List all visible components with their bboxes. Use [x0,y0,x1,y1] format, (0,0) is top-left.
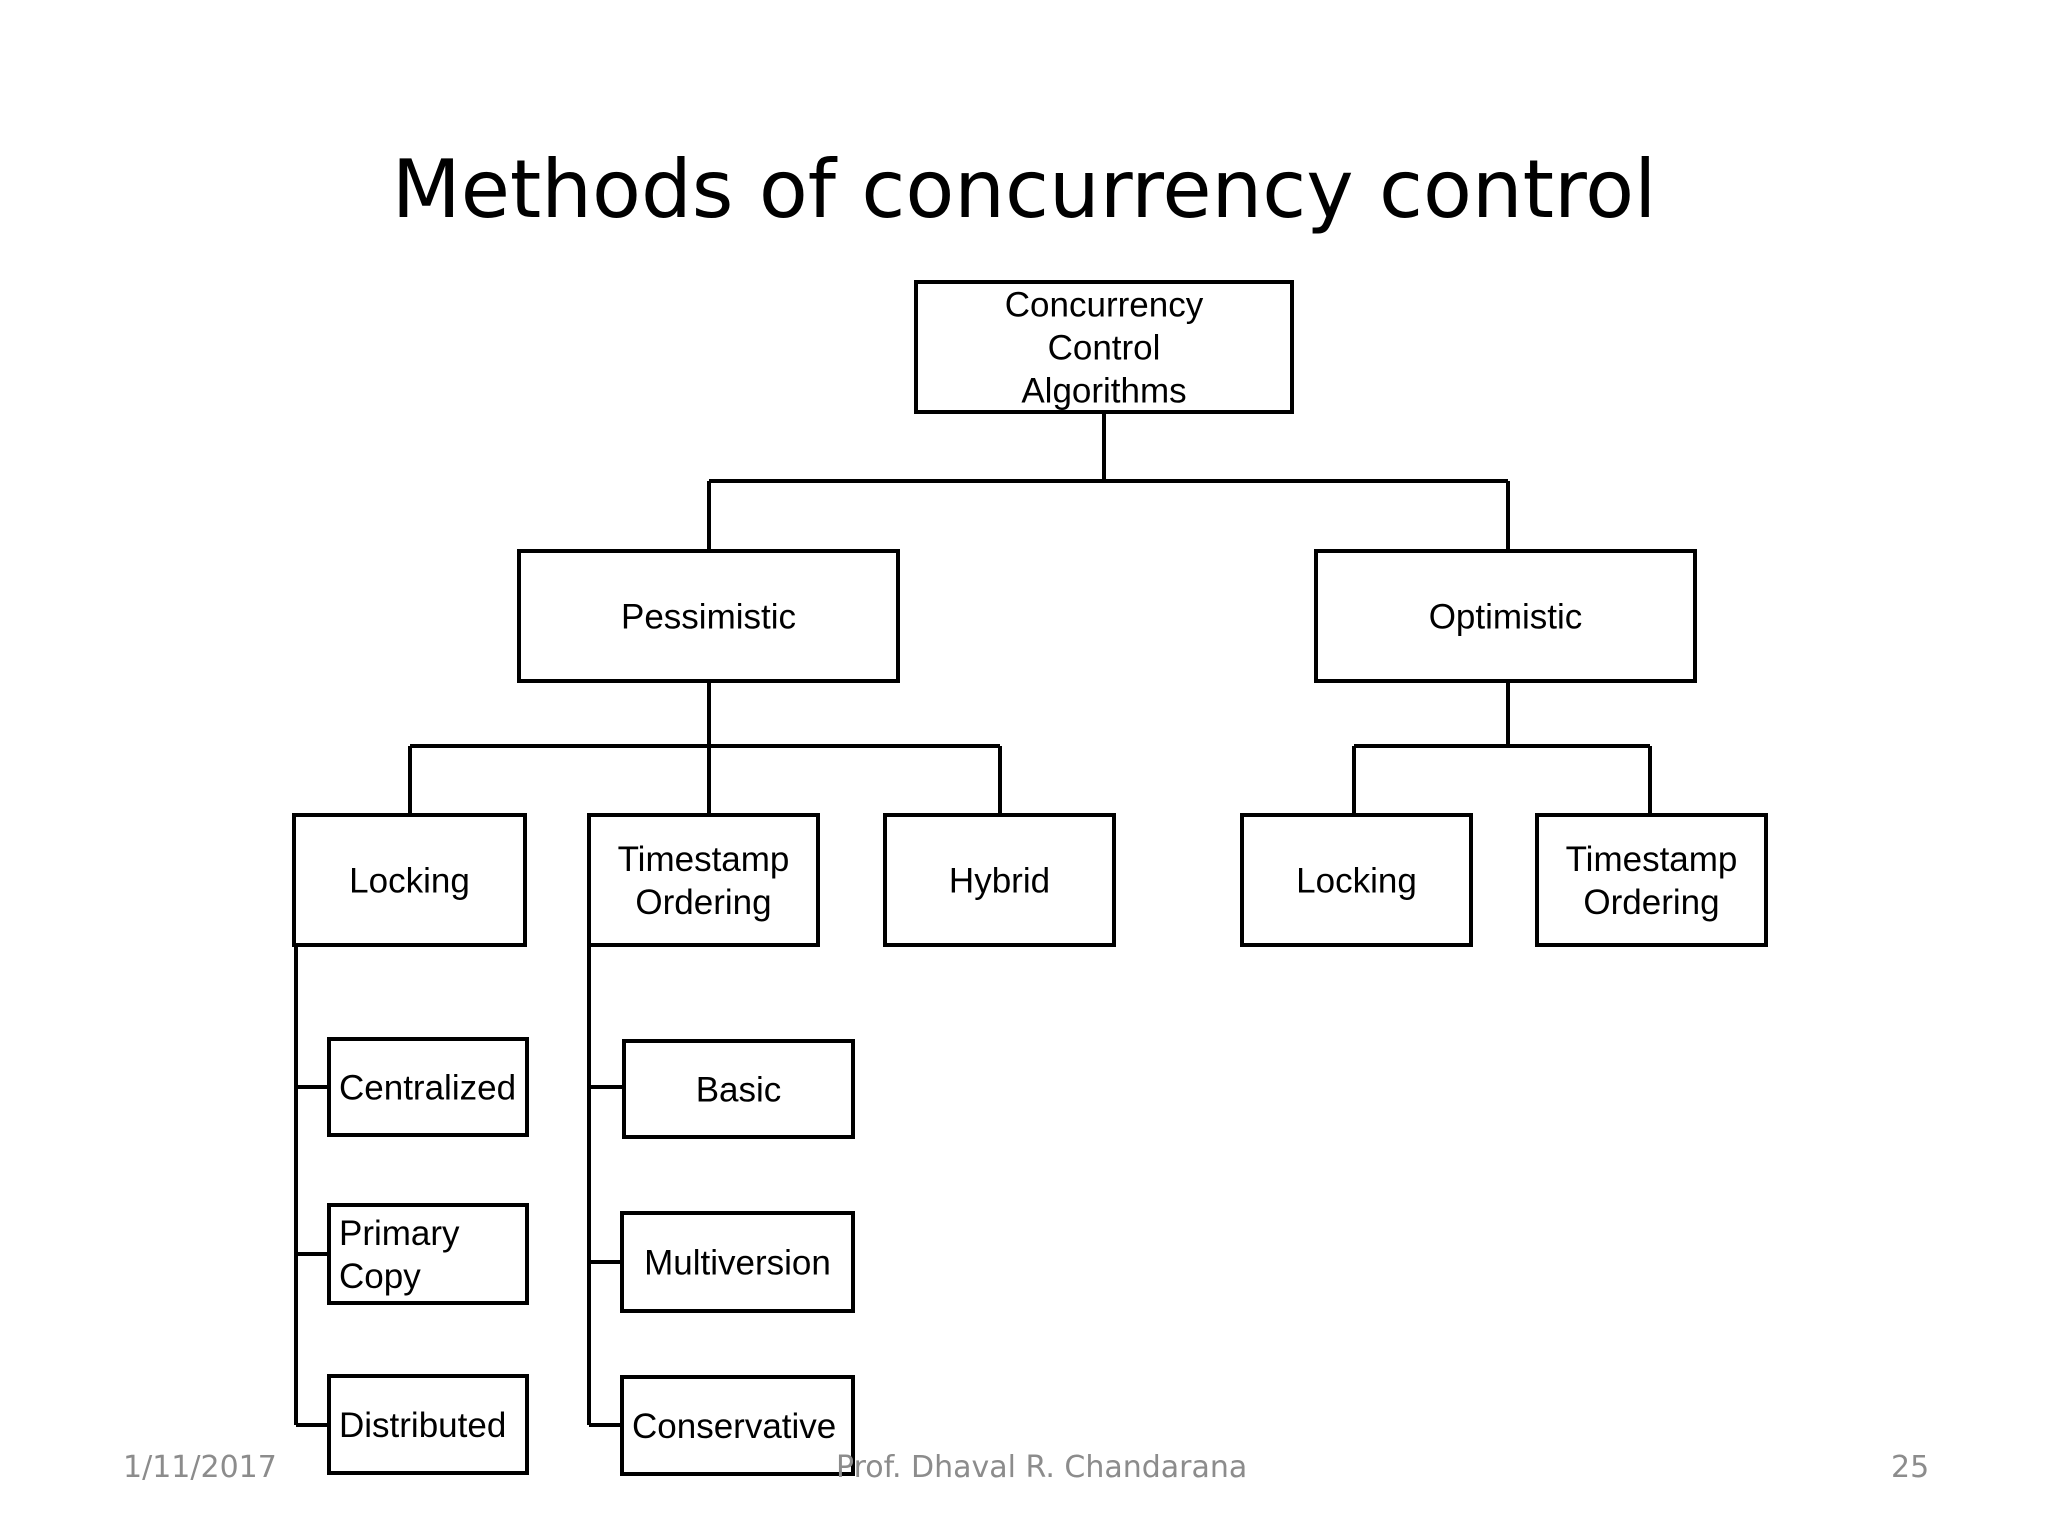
pessimistic-timestamp-ordering-node-box [587,813,820,947]
pessimistic-node-label-line-1: Pessimistic [621,598,796,637]
basic-node-label-line-1: Basic [696,1071,782,1110]
slide-title: Methods of concurrency control [391,143,1657,236]
multiversion-node-label-line-1: Multiversion [644,1244,831,1283]
conservative-node: Conservative [620,1375,855,1476]
root-node-label-line-1: Concurrency [1005,286,1204,325]
multiversion-node: Multiversion [620,1211,855,1313]
hybrid-node-label-line-1: Hybrid [949,862,1050,901]
pessimistic-timestamp-ordering-node-label-line-2: Ordering [635,883,771,922]
pessimistic-locking-node-label-line-1: Locking [349,862,470,901]
optimistic-locking-node-label-line-1: Locking [1296,862,1417,901]
footer-author: Prof. Dhaval R. Chandarana [836,1450,1248,1485]
distributed-node: Distributed [327,1374,529,1475]
hybrid-node-box [883,813,1116,947]
diagram-connectors [294,412,1652,1427]
optimistic-timestamp-ordering-node-box [1535,813,1768,947]
optimistic-node: Optimistic [1314,549,1697,683]
pessimistic-timestamp-ordering-node-label-line-1: Timestamp [618,840,790,879]
root-node-label-line-2: Control [1048,329,1161,368]
hybrid-node: Hybrid [883,813,1116,947]
pessimistic-node-box [517,549,900,683]
footer-page-number: 25 [1891,1450,1930,1485]
optimistic-timestamp-ordering-node-label-line-2: Ordering [1583,883,1719,922]
primary-copy-node-label-line-2: Copy [339,1257,421,1296]
pessimistic-locking-node-box [292,813,527,947]
multiversion-node-box [620,1211,855,1313]
root-node-label-line-3: Algorithms [1021,372,1186,411]
conservative-node-box [620,1375,855,1476]
conservative-node-label-line-1: Conservative [632,1407,836,1446]
root-node-box [914,280,1294,414]
optimistic-node-label-line-1: Optimistic [1429,598,1583,637]
footer-date: 1/11/2017 [123,1450,277,1485]
optimistic-locking-node-box [1240,813,1473,947]
centralized-node-label-line-1: Centralized [339,1069,516,1108]
optimistic-timestamp-ordering-node-label-line-1: Timestamp [1566,840,1738,879]
pessimistic-locking-node: Locking [292,813,527,947]
distributed-node-box [327,1374,529,1475]
pessimistic-node: Pessimistic [517,549,900,683]
basic-node: Basic [622,1039,855,1139]
centralized-node-box [327,1037,529,1137]
primary-copy-node-box [327,1203,529,1305]
distributed-node-label-line-1: Distributed [339,1406,506,1445]
centralized-node: Centralized [327,1037,529,1137]
basic-node-box [622,1039,855,1139]
optimistic-node-box [1314,549,1697,683]
optimistic-locking-node: Locking [1240,813,1473,947]
primary-copy-node-label-line-1: Primary [339,1214,460,1253]
